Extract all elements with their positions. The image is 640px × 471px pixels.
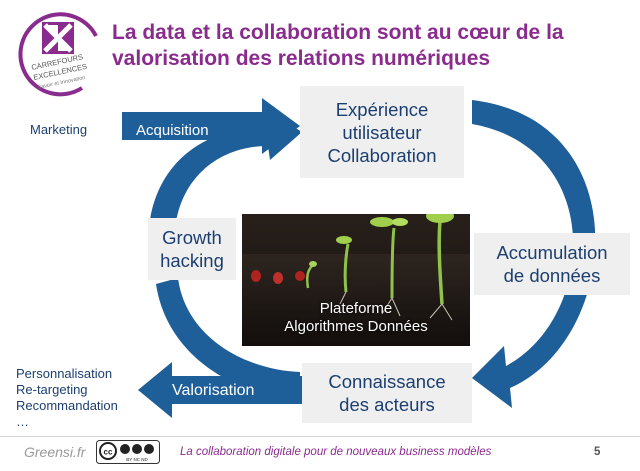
accumulation-line2: de données <box>503 265 601 286</box>
slide-title-line2: valorisation des relations numériques <box>112 47 491 70</box>
valorisation-label: Valorisation <box>172 382 255 399</box>
experience-box: Expérience utilisateur Collaboration <box>300 86 464 178</box>
growth-line2: hacking <box>160 250 224 271</box>
accumulation-line1: Accumulation <box>496 242 608 263</box>
output-item: Re-targeting <box>16 382 88 397</box>
connaissance-line2: des acteurs <box>339 394 435 415</box>
slide-title: La data et la collaboration sont au cœur… <box>112 20 632 72</box>
license-text: BY NC ND <box>126 457 148 462</box>
right-cycle-arrow <box>472 100 596 408</box>
slide-title-line1: La data et la collaboration sont au cœur… <box>112 21 564 44</box>
experience-line3: Collaboration <box>327 144 437 166</box>
platform-image: Plateforme Algorithmes Données <box>242 214 470 346</box>
carrefours-excellences-logo: CARREFOURS EXCELLENCES Savoir et Innovat… <box>12 6 104 102</box>
valorisation-outputs-list: Personnalisation Re-targeting Recommanda… <box>16 366 118 430</box>
left-upper-arrow <box>150 110 302 222</box>
experience-line1: Expérience <box>335 98 429 120</box>
output-item: Recommandation <box>16 398 118 413</box>
growth-hacking-box: Growth hacking <box>148 218 236 280</box>
page-number: 5 <box>594 446 601 458</box>
footer-divider <box>0 436 640 437</box>
experience-line2: utilisateur <box>342 121 422 143</box>
connaissance-box: Connaissance des acteurs <box>302 363 472 423</box>
growth-line1: Growth <box>162 227 222 248</box>
sprouts-illustration <box>242 214 470 346</box>
creative-commons-icon: cc BY NC ND <box>96 440 160 464</box>
output-item: … <box>16 414 29 429</box>
svg-text:cc: cc <box>104 448 113 457</box>
accumulation-box: Accumulation de données <box>474 233 630 295</box>
connaissance-line1: Connaissance <box>328 371 446 392</box>
platform-line2: Algorithmes Données <box>284 318 428 335</box>
output-item: Personnalisation <box>16 366 113 381</box>
footer-tagline: La collaboration digitale pour de nouvea… <box>180 446 492 458</box>
left-lower-arrow <box>156 278 300 398</box>
acquisition-label: Acquisition <box>136 122 209 139</box>
platform-label: Plateforme Algorithmes Données <box>242 300 470 336</box>
platform-line1: Plateforme <box>319 300 393 317</box>
marketing-label: Marketing <box>30 122 88 137</box>
footer-brand: Greensi.fr <box>24 444 86 460</box>
valorisation-arrow <box>138 362 302 418</box>
